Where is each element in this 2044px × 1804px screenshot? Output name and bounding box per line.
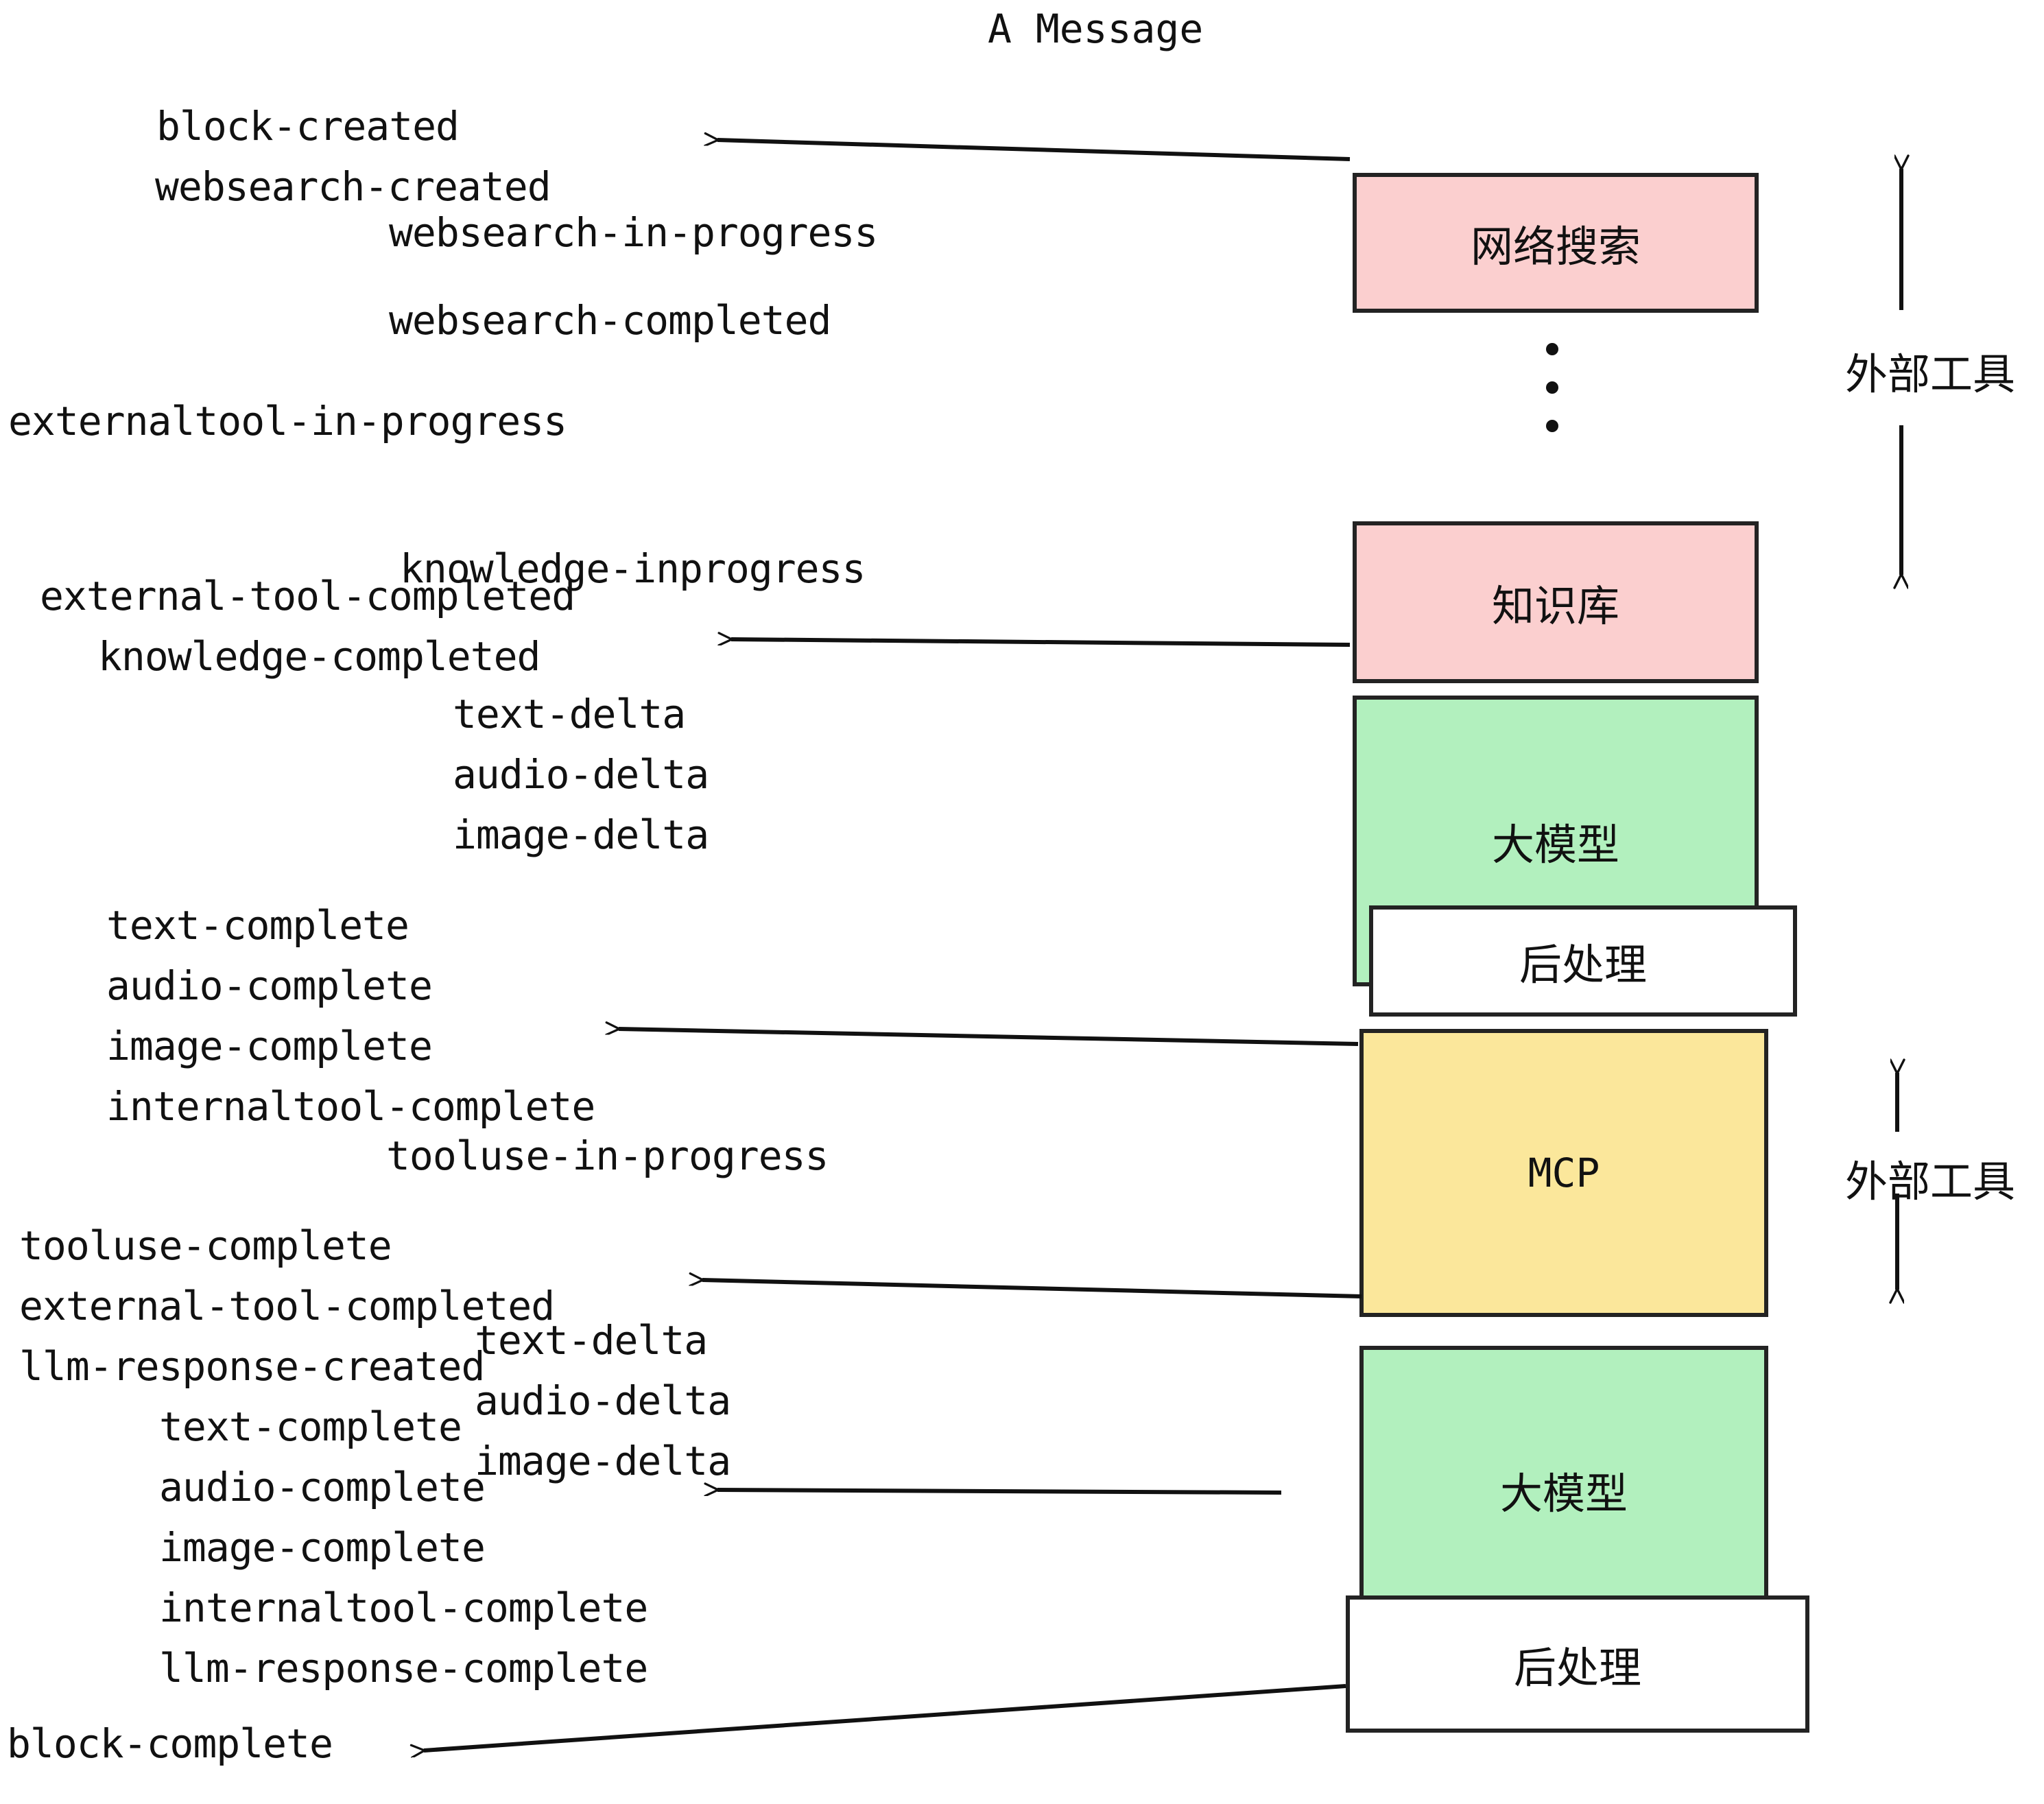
event-knowledge-inprogress: knowledge-inprogress bbox=[400, 545, 866, 592]
event-text-complete-2: text-complete bbox=[159, 1403, 462, 1450]
node-llm-bottom-label: 大模型 bbox=[1499, 1469, 1628, 1519]
event-tooluse-in-progress: tooluse-in-progress bbox=[386, 1132, 829, 1179]
event-text-complete-1: text-complete bbox=[106, 902, 409, 949]
annotation-external-tools-top: 外部工具 bbox=[1845, 349, 2016, 399]
node-llm-bottom[interactable]: 大模型 bbox=[1359, 1346, 1768, 1634]
node-postprocess-bottom-label: 后处理 bbox=[1513, 1643, 1641, 1693]
node-websearch-label: 网络搜索 bbox=[1470, 222, 1641, 272]
arrow-knowledge-completed bbox=[731, 639, 1351, 647]
node-knowledge-label: 知识库 bbox=[1491, 581, 1619, 631]
event-knowledge-completed: knowledge-completed bbox=[98, 633, 540, 680]
event-websearch-completed: websearch-completed bbox=[389, 297, 831, 344]
event-tooluse-complete: tooluse-complete bbox=[19, 1222, 392, 1269]
event-internaltool-complete-1: internaltool-complete bbox=[106, 1083, 595, 1130]
event-text-delta-2: text-delta bbox=[475, 1317, 708, 1364]
event-internaltool-complete-2: internaltool-complete bbox=[159, 1585, 648, 1631]
event-image-complete-2: image-complete bbox=[159, 1524, 486, 1571]
event-block-complete: block-complete bbox=[7, 1720, 333, 1767]
event-text-delta-1: text-delta bbox=[453, 691, 686, 737]
event-image-complete-1: image-complete bbox=[106, 1023, 433, 1069]
event-websearch-in-progress: websearch-in-progress bbox=[389, 209, 878, 256]
arrow-block-complete bbox=[424, 1684, 1346, 1750]
event-image-delta-2: image-delta bbox=[475, 1438, 731, 1484]
event-audio-complete-2: audio-complete bbox=[159, 1464, 486, 1510]
arrow-tooluse-complete bbox=[702, 1280, 1362, 1298]
event-llm-response-created: llm-response-created bbox=[19, 1343, 485, 1390]
node-postprocess-top[interactable]: 后处理 bbox=[1369, 905, 1797, 1017]
node-llm-top-label: 大模型 bbox=[1491, 820, 1619, 870]
page-title: A Message bbox=[988, 5, 1204, 52]
vertical-ellipsis bbox=[1545, 343, 1559, 432]
ellipsis-dot bbox=[1546, 343, 1558, 355]
ellipsis-dot bbox=[1546, 381, 1558, 394]
arrow-image-complete bbox=[619, 1029, 1359, 1046]
arrow-audio-complete bbox=[717, 1490, 1282, 1493]
annotation-external-tools-bottom: 外部工具 bbox=[1845, 1156, 2016, 1207]
event-image-delta-1: image-delta bbox=[453, 811, 709, 858]
event-websearch-created: websearch-created bbox=[155, 163, 551, 210]
node-knowledge[interactable]: 知识库 bbox=[1353, 521, 1759, 683]
arrow-block-created bbox=[717, 140, 1351, 161]
node-postprocess-top-label: 后处理 bbox=[1519, 940, 1647, 990]
node-mcp-label: MCP bbox=[1528, 1150, 1600, 1196]
event-external-tool-completed-1: external-tool-completed bbox=[40, 573, 575, 619]
event-externaltool-in-progress: externaltool-in-progress bbox=[8, 398, 567, 444]
node-mcp[interactable]: MCP bbox=[1359, 1029, 1768, 1317]
event-block-created: block-created bbox=[156, 103, 460, 150]
ellipsis-dot bbox=[1546, 420, 1558, 432]
node-websearch[interactable]: 网络搜索 bbox=[1353, 173, 1759, 313]
event-audio-delta-2: audio-delta bbox=[475, 1377, 731, 1424]
node-postprocess-bottom[interactable]: 后处理 bbox=[1346, 1595, 1809, 1733]
event-llm-response-complete: llm-response-complete bbox=[159, 1645, 648, 1692]
event-audio-complete-1: audio-complete bbox=[106, 962, 433, 1009]
event-audio-delta-1: audio-delta bbox=[453, 751, 709, 798]
event-external-tool-completed-2: external-tool-completed bbox=[19, 1283, 555, 1329]
